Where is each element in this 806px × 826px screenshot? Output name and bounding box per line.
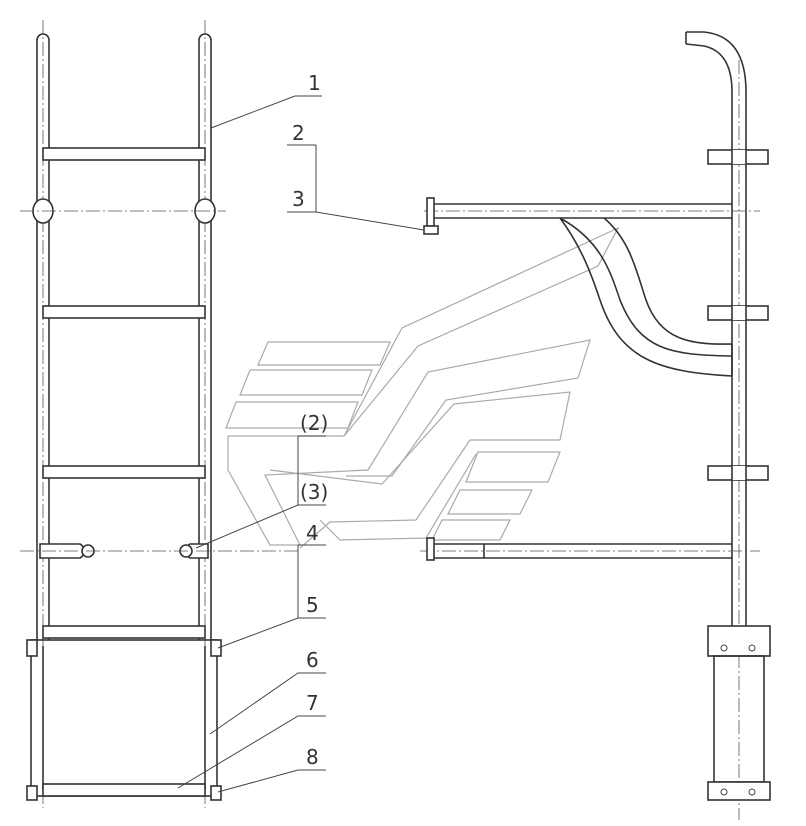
callout-6: 6 <box>306 648 319 672</box>
callout-2: 2 <box>292 121 305 145</box>
arm-end-plate <box>426 537 435 561</box>
bolt <box>210 639 222 657</box>
bolt <box>26 639 38 657</box>
watermark-logo <box>225 226 620 549</box>
callout-4: 4 <box>306 521 319 545</box>
ladder-rung <box>42 625 206 639</box>
bolt <box>210 785 222 801</box>
clamp-top <box>707 625 771 657</box>
ladder-rung <box>42 305 206 319</box>
callout-7: 7 <box>306 691 319 715</box>
callout-leaders <box>177 95 425 793</box>
ladder-side-view <box>420 31 771 820</box>
callout-8: 8 <box>306 745 319 769</box>
callout-5: 5 <box>306 593 319 617</box>
bolt <box>26 785 38 801</box>
ladder-rung <box>42 465 206 479</box>
clamp-bottom <box>707 781 771 801</box>
callout-3-paren: (3) <box>300 480 328 504</box>
callout-3: 3 <box>292 187 305 211</box>
callout-1: 1 <box>308 71 321 95</box>
callout-2-paren: (2) <box>300 411 328 435</box>
ladder-rung <box>42 147 206 161</box>
bottom-step <box>42 783 206 797</box>
ladder-front-view <box>20 20 300 808</box>
nut <box>423 225 439 235</box>
arm-end-plate <box>426 197 435 227</box>
